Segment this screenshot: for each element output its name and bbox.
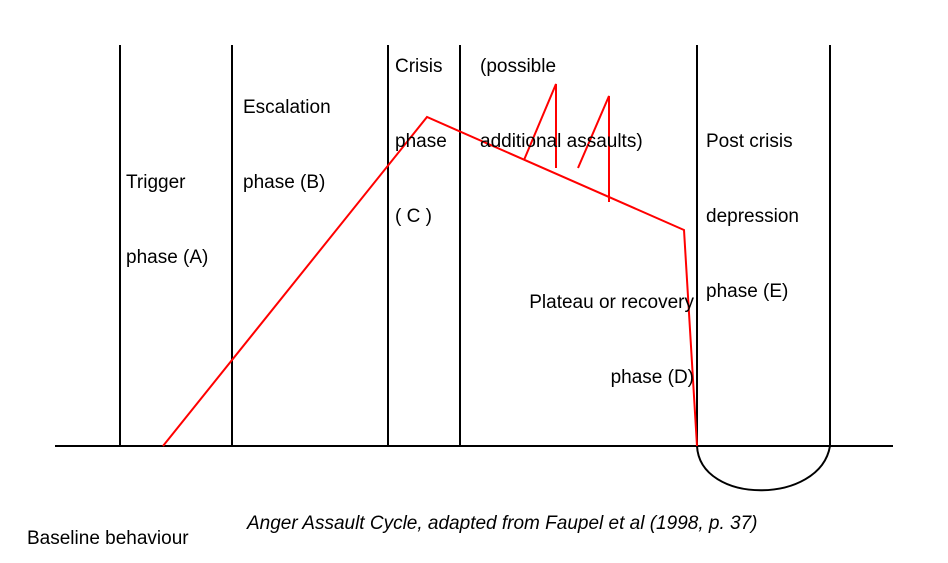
post-crisis-dip-curve <box>696 445 831 492</box>
label-trigger-phase-line2: phase (A) <box>126 247 209 268</box>
label-escalation-phase: Escalation phase (B) <box>243 45 331 245</box>
label-plateau-line1: Plateau or recovery <box>529 292 694 313</box>
assault-spike-1 <box>523 83 557 168</box>
label-crisis-phase-line3: ( C ) <box>395 206 432 227</box>
label-plateau-recovery: Plateau or recovery phase (D) <box>432 240 694 440</box>
label-possible-additional-assaults: (possible additional assaults) <box>480 4 643 204</box>
label-plateau-line2: phase (D) <box>610 367 694 388</box>
label-trigger-phase-line1: Trigger <box>126 172 186 193</box>
label-baseline-behaviour-text: Baseline behaviour <box>27 528 189 549</box>
label-crisis-phase-line1: Crisis <box>395 56 443 77</box>
diagram-caption: Anger Assault Cycle, adapted from Faupel… <box>247 513 758 534</box>
label-post-crisis-line1: Post crisis <box>706 131 793 152</box>
label-baseline-behaviour: Baseline behaviour <box>27 476 189 563</box>
label-trigger-phase: Trigger phase (A) <box>126 120 208 320</box>
label-post-crisis-line2: depression <box>706 206 799 227</box>
label-escalation-phase-line1: Escalation <box>243 97 331 118</box>
assault-spike-2 <box>577 95 610 202</box>
label-possible-assaults-line2: additional assaults) <box>480 131 643 152</box>
label-post-crisis-depression: Post crisis depression phase (E) <box>706 79 799 354</box>
label-escalation-phase-line2: phase (B) <box>243 172 326 193</box>
label-post-crisis-line3: phase (E) <box>706 281 789 302</box>
label-crisis-phase: Crisis phase ( C ) <box>395 4 447 279</box>
label-possible-assaults-line1: (possible <box>480 56 557 77</box>
label-crisis-phase-line2: phase <box>395 131 447 152</box>
anger-curve-main <box>162 115 698 447</box>
